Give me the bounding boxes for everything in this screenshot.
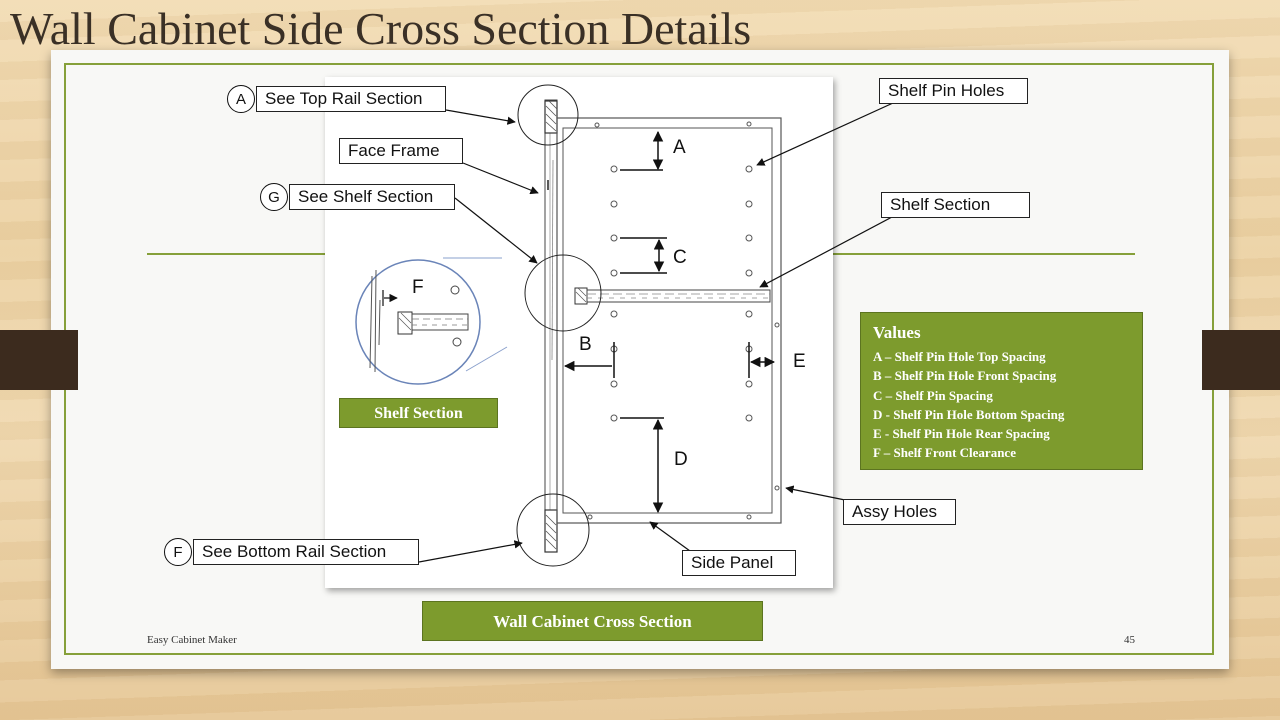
assy-holes — [587, 121, 780, 520]
callout-side-panel: Side Panel — [682, 550, 796, 576]
top-rail — [544, 100, 558, 134]
face-frame — [544, 99, 558, 553]
detail-circle-shelf — [524, 254, 602, 332]
values-item-d: D - Shelf Pin Hole Bottom Spacing — [873, 406, 1065, 422]
values-title: Values — [873, 323, 921, 342]
values-item-a: A – Shelf Pin Hole Top Spacing — [873, 349, 1046, 364]
dimension-d — [620, 417, 664, 514]
dim-label-b: B — [579, 334, 592, 355]
dimension-e — [748, 342, 776, 378]
values-item-e: E - Shelf Pin Hole Rear Spacing — [873, 426, 1050, 442]
dim-label-e: E — [793, 351, 806, 372]
callout-assy-holes: Assy Holes — [843, 499, 956, 525]
divider-line-left — [147, 253, 325, 255]
shelf-detail-inset — [355, 257, 508, 385]
leader-arrows — [418, 102, 894, 563]
shelf-pin-holes-rear — [745, 165, 753, 422]
bottom-rail — [544, 509, 558, 553]
callout-bottom-rail-letter: F — [164, 538, 192, 566]
dim-label-c: C — [673, 247, 687, 268]
dimension-c — [620, 237, 667, 274]
values-item-f: F – Shelf Front Clearance — [873, 445, 1016, 461]
callout-shelf-section-ref: See Shelf Section — [289, 184, 455, 210]
values-item-c: C – Shelf Pin Spacing — [873, 387, 993, 403]
dimension-b — [563, 342, 615, 378]
slide-title: Wall Cabinet Side Cross Section Details — [10, 3, 752, 54]
values-item-b: B – Shelf Pin Hole Front Spacing — [873, 368, 1057, 384]
values-legend: Values A – Shelf Pin Hole Top Spacing B … — [860, 312, 1143, 470]
shelf-pin-holes-front — [610, 165, 618, 422]
callout-shelf-pin-holes: Shelf Pin Holes — [879, 78, 1028, 104]
dim-label-d: D — [674, 449, 688, 470]
page-number: 45 — [1124, 634, 1135, 646]
shelf — [574, 287, 771, 305]
divider-line-right — [833, 253, 1135, 255]
detail-circle-top-rail — [517, 84, 579, 146]
left-tab — [0, 330, 78, 390]
dimension-a — [620, 130, 664, 171]
footer-brand: Easy Cabinet Maker — [147, 634, 237, 646]
side-panel — [556, 117, 782, 524]
detail-circle-bottom-rail — [516, 493, 590, 567]
callout-face-frame: Face Frame — [339, 138, 463, 164]
callout-top-rail-letter: A — [227, 85, 255, 113]
callout-bottom-rail: See Bottom Rail Section — [193, 539, 419, 565]
callout-top-rail: See Top Rail Section — [256, 86, 446, 112]
dim-label-f: F — [412, 277, 424, 298]
shelf-section-caption: Shelf Section — [339, 398, 498, 428]
callout-shelf-section-letter: G — [260, 183, 288, 211]
callout-shelf-section: Shelf Section — [881, 192, 1030, 218]
right-tab — [1202, 330, 1280, 390]
dim-label-a: A — [673, 137, 686, 158]
main-caption: Wall Cabinet Cross Section — [422, 601, 763, 641]
